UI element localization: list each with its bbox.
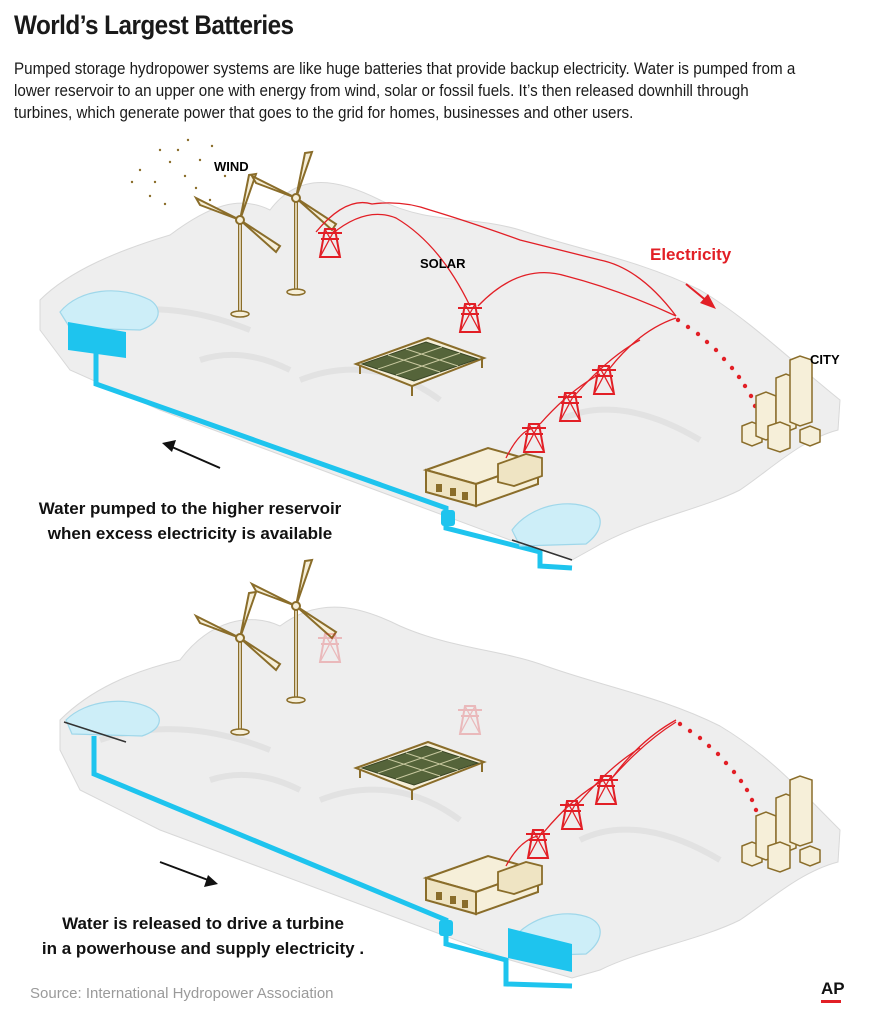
power-lines-bottom [505, 719, 677, 867]
upper-reservoir-water-top [68, 322, 126, 358]
ap-logo-underline [821, 1000, 841, 1003]
lower-reservoir-top [511, 503, 601, 547]
page-title: World’s Largest Batteries [14, 10, 294, 40]
upper-reservoir-top [59, 290, 159, 331]
intro-text: Pumped storage hydropower systems are li… [14, 60, 796, 122]
caption-bottom-line1: Water is released to drive a turbine [62, 914, 344, 933]
power-lines-top [315, 201, 677, 459]
source-note: Source: International Hydropower Associa… [30, 985, 334, 1002]
turbine-unit-top [441, 510, 455, 526]
electricity-dots-top [675, 317, 758, 409]
terrain-bottom [59, 606, 841, 979]
label-city: CITY [810, 352, 840, 367]
turbine-unit-bottom [439, 920, 453, 936]
penstock-bottom [91, 736, 573, 989]
upper-reservoir-bottom [65, 700, 160, 737]
penstock-top [93, 346, 573, 571]
label-wind: WIND [214, 159, 249, 174]
flow-arrow-up [162, 440, 221, 469]
label-electricity: Electricity [650, 245, 732, 264]
lower-reservoir-water-bottom [508, 928, 572, 972]
wind-particles [130, 138, 227, 206]
label-solar: SOLAR [420, 256, 466, 271]
flow-arrow-down [159, 861, 218, 887]
caption-bottom-line2: in a powerhouse and supply electricity . [42, 939, 364, 958]
panel-bottom: Water is released to drive a turbine in … [42, 558, 841, 989]
ap-logo: AP [821, 979, 845, 998]
caption-top-line2: when excess electricity is available [47, 524, 332, 543]
electricity-dots-bottom [677, 721, 759, 813]
caption-top-line1: Water pumped to the higher reservoir [39, 499, 342, 518]
panel-top: WIND SOLAR Electricity CITY Water pumped… [39, 138, 841, 571]
